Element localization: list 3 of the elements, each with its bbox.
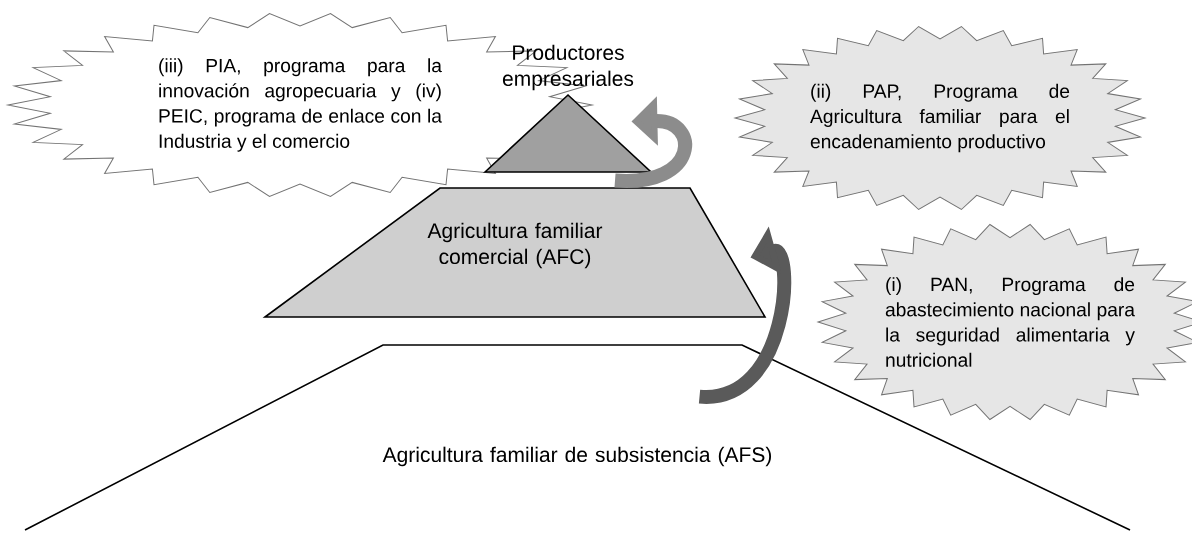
node-label: Productores empresariales — [502, 44, 634, 91]
starburst: (i) PAN, Programa de abastecimiento nacional para la seguridad alimentaria y nutricional — [817, 224, 1192, 420]
starburst: (ii) PAP, Programa de Agricultura familiar para el encadenamiento productivo — [734, 26, 1146, 210]
